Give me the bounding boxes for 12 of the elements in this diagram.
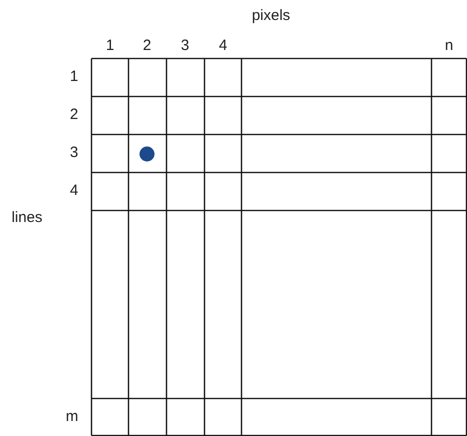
row-number: 4 [70,182,78,200]
row-number: 1 [70,68,78,86]
column-number: 4 [218,37,228,55]
axis-label: lines [12,209,42,227]
row-number: 3 [70,144,78,162]
axis-label: pixels [252,7,290,25]
column-number: 1 [106,37,114,55]
column-number: n [444,37,454,55]
column-number: 2 [142,37,152,55]
row-number: 2 [70,106,78,124]
row-number: m [66,408,78,426]
column-number: 3 [180,37,190,55]
